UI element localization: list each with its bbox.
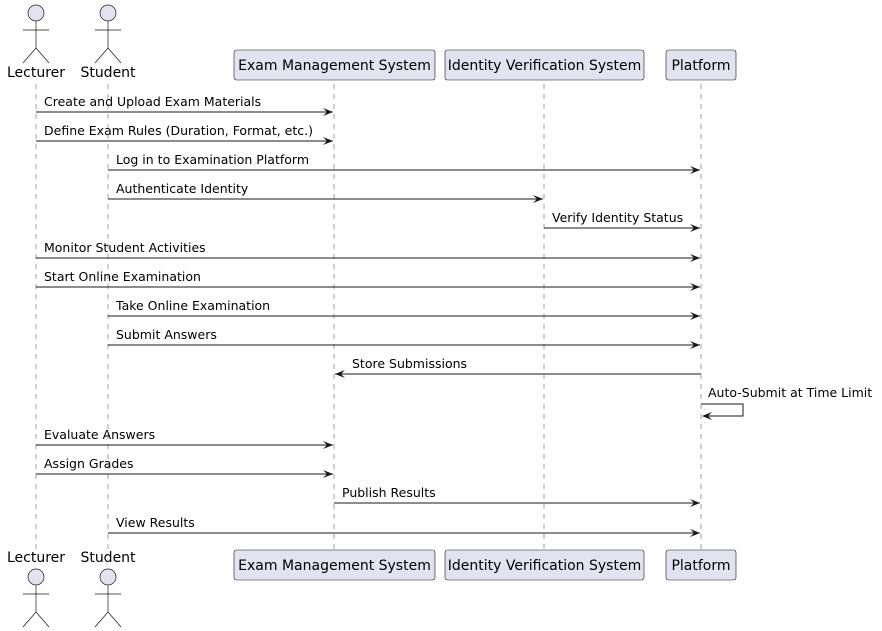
arrowhead-icon: [323, 470, 333, 478]
message-5: Verify Identity Status: [544, 210, 700, 232]
participant-platform-bottom: Platform: [665, 549, 737, 581]
actor-figure-icon: [94, 568, 122, 628]
arrowhead-icon: [690, 224, 700, 232]
message-3: Log in to Examination Platform: [108, 152, 700, 174]
actor-lecturer-top: Lecturer: [7, 4, 65, 81]
message-label: Publish Results: [342, 485, 436, 500]
actor-figure-icon: [22, 4, 50, 64]
arrowhead-icon: [533, 195, 543, 203]
arrowhead-icon: [690, 529, 700, 537]
participant-identity-top: Identity Verification System: [444, 49, 645, 81]
arrowhead-icon: [690, 283, 700, 291]
actor-label: Lecturer: [7, 550, 65, 566]
participant-box: [665, 49, 737, 81]
participant-identity-bottom: Identity Verification System: [444, 549, 645, 581]
message-label: Store Submissions: [352, 356, 467, 371]
actor-figure-icon: [22, 568, 50, 628]
participants-top: Lecturer Student Exam Management System Ide…: [7, 4, 737, 81]
participant-box: [444, 49, 645, 81]
actor-label: Student: [80, 65, 136, 81]
arrowhead-icon: [690, 254, 700, 262]
message-label: Verify Identity Status: [552, 210, 683, 225]
message-13: Assign Grades: [36, 456, 333, 478]
actor-label: Student: [80, 550, 136, 566]
message-12: Evaluate Answers: [36, 427, 333, 449]
participant-exam-top: Exam Management System: [233, 49, 436, 81]
actor-lecturer-bottom: Lecturer: [7, 550, 65, 628]
actor-label: Lecturer: [7, 65, 65, 81]
actor-figure-icon: [94, 4, 122, 64]
arrowhead-icon: [690, 341, 700, 349]
message-9: Submit Answers: [108, 327, 700, 349]
message-label: Auto-Submit at Time Limit: [708, 385, 872, 400]
message-label: Submit Answers: [116, 327, 217, 342]
message-15: View Results: [108, 515, 700, 537]
message-label: Take Online Examination: [115, 298, 270, 313]
participant-box: [233, 549, 436, 581]
message-line: [701, 403, 744, 417]
actor-student-bottom: Student: [80, 550, 136, 628]
participant-label: Platform: [671, 58, 730, 74]
arrowhead-icon: [702, 412, 712, 420]
participant-box: [444, 549, 645, 581]
message-label: Start Online Examination: [44, 269, 201, 284]
message-6: Monitor Student Activities: [36, 240, 700, 262]
message-label: Assign Grades: [44, 456, 134, 471]
message-10: Store Submissions: [335, 356, 701, 378]
message-label: Evaluate Answers: [44, 427, 155, 442]
participant-label: Identity Verification System: [448, 58, 641, 74]
arrowhead-icon: [323, 137, 333, 145]
message-label: Authenticate Identity: [116, 181, 249, 196]
participant-box: [233, 49, 436, 81]
arrowhead-icon: [323, 441, 333, 449]
message-label: Define Exam Rules (Duration, Format, etc…: [44, 123, 313, 138]
arrowhead-icon: [323, 108, 333, 116]
message-2: Define Exam Rules (Duration, Format, etc…: [36, 123, 333, 145]
participant-exam-bottom: Exam Management System: [233, 549, 436, 581]
message-14: Publish Results: [334, 485, 700, 507]
participant-box: [665, 549, 737, 581]
message-label: View Results: [116, 515, 195, 530]
message-label: Log in to Examination Platform: [116, 152, 309, 167]
participant-platform-top: Platform: [665, 49, 737, 81]
arrowhead-icon: [335, 370, 345, 378]
message-label: Monitor Student Activities: [44, 240, 206, 255]
participant-label: Identity Verification System: [448, 558, 641, 574]
message-11: Auto-Submit at Time Limit: [701, 385, 872, 420]
arrowhead-icon: [690, 312, 700, 320]
participant-label: Exam Management System: [238, 58, 431, 74]
message-1: Create and Upload Exam Materials: [36, 94, 333, 116]
actor-student-top: Student: [80, 4, 136, 81]
participant-label: Exam Management System: [238, 558, 431, 574]
message-label: Create and Upload Exam Materials: [44, 94, 261, 109]
participant-label: Platform: [671, 558, 730, 574]
arrowhead-icon: [690, 499, 700, 507]
message-4: Authenticate Identity: [108, 181, 543, 203]
message-8: Take Online Examination: [108, 298, 700, 320]
message-7: Start Online Examination: [36, 269, 700, 291]
arrowhead-icon: [690, 166, 700, 174]
